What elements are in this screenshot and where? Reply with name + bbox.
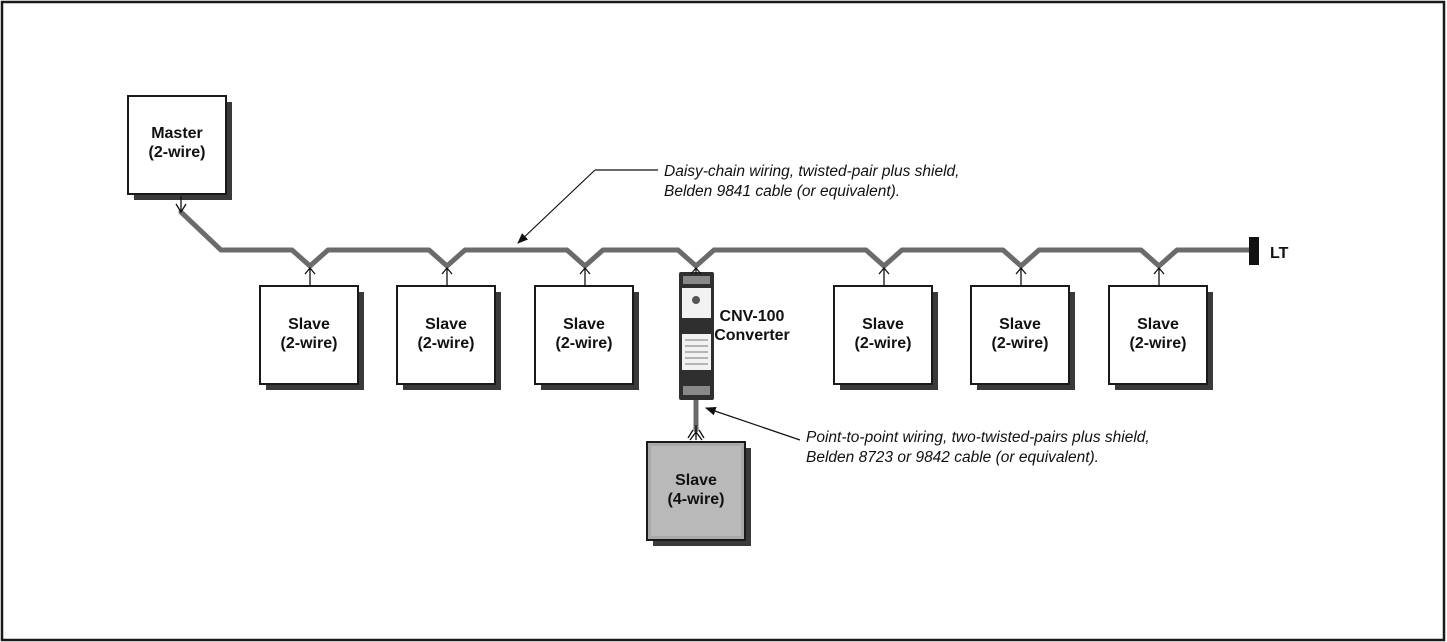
- slave-1-wire-type: (2-wire): [281, 335, 338, 352]
- line-terminator: [1249, 237, 1259, 265]
- slave-5-wire-type: (2-wire): [992, 335, 1049, 352]
- slave-device-4: Slave (2-wire): [833, 266, 938, 390]
- slave-1-label: Slave: [288, 316, 330, 333]
- master-label: Master: [151, 125, 203, 142]
- slave-6-label: Slave: [1137, 316, 1179, 333]
- slave-2-label: Slave: [425, 316, 467, 333]
- master-device: Master (2-wire): [127, 95, 232, 214]
- slave-device-3: Slave (2-wire): [534, 266, 639, 390]
- slave-four-wire-type: (4-wire): [668, 491, 725, 508]
- slave-3-wire-type: (2-wire): [556, 335, 613, 352]
- point-to-point-note-line1: Point-to-point wiring, two-twisted-pairs…: [806, 429, 1150, 446]
- terminator-label: LT: [1270, 245, 1289, 262]
- slave-device-6: Slave (2-wire): [1108, 266, 1213, 390]
- slave-5-label: Slave: [999, 316, 1041, 333]
- slave-6-wire-type: (2-wire): [1130, 335, 1187, 352]
- master-wire-type: (2-wire): [149, 144, 206, 161]
- converter-model: CNV-100: [720, 308, 785, 325]
- daisy-chain-callout: Daisy-chain wiring, twisted-pair plus sh…: [517, 163, 959, 244]
- slave-2-wire-type: (2-wire): [418, 335, 475, 352]
- daisy-chain-note-line1: Daisy-chain wiring, twisted-pair plus sh…: [664, 163, 959, 180]
- converter-label: Converter: [714, 327, 790, 344]
- cnv-100-converter: CNV-100 Converter: [679, 266, 790, 400]
- point-to-point-callout: Point-to-point wiring, two-twisted-pairs…: [704, 407, 1150, 466]
- slave-device-1: Slave (2-wire): [259, 266, 364, 390]
- slave-4-label: Slave: [862, 316, 904, 333]
- slave-device-5: Slave (2-wire): [970, 266, 1075, 390]
- slave-4-wire-type: (2-wire): [855, 335, 912, 352]
- slave-device-2: Slave (2-wire): [396, 266, 501, 390]
- daisy-chain-note-line2: Belden 9841 cable (or equivalent).: [664, 183, 900, 200]
- point-to-point-note-line2: Belden 8723 or 9842 cable (or equivalent…: [806, 449, 1099, 466]
- slave-device-four-wire: Slave (4-wire): [646, 425, 751, 546]
- slave-four-wire-label: Slave: [675, 472, 717, 489]
- slave-3-label: Slave: [563, 316, 605, 333]
